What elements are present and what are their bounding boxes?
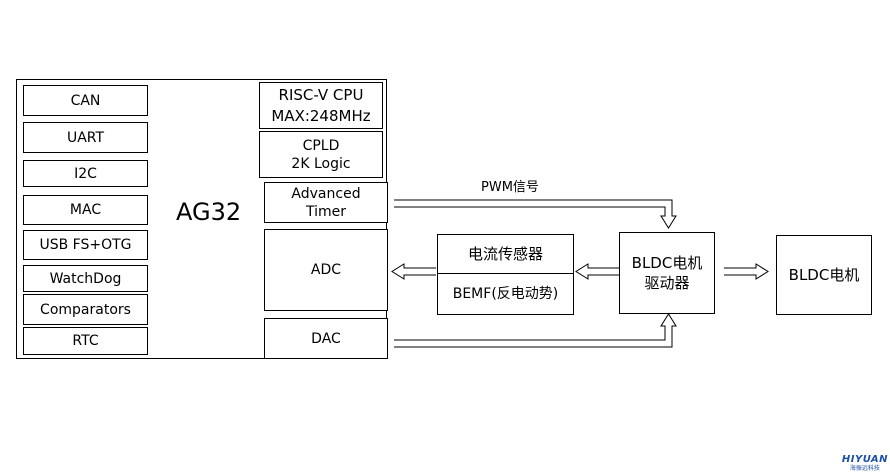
peripheral-watchdog: WatchDog (23, 265, 148, 292)
bemf-block: BEMF(反电动势) (437, 273, 574, 315)
dac-arrow (394, 313, 677, 348)
adc-block: ADC (264, 229, 388, 311)
company-logo: HIYUAN 海振远科技 (842, 455, 888, 472)
peripheral-i2c: I2C (23, 160, 148, 187)
peripheral-uart: UART (23, 122, 148, 153)
chip-name-label: AG32 (176, 198, 242, 226)
cpu-block: RISC-V CPU MAX:248MHz (259, 82, 383, 129)
peripheral-usb: USB FS+OTG (23, 230, 148, 260)
logo-subtitle: 海振远科技 (849, 465, 880, 472)
timer-block: Advanced Timer (264, 182, 388, 223)
sensor-to-adc-arrow (391, 263, 436, 280)
peripheral-mac: MAC (23, 195, 148, 225)
pwm-arrow (394, 199, 677, 229)
bldc-motor-block: BLDC电机 (776, 235, 872, 315)
driver-to-motor-arrow (724, 263, 769, 280)
peripheral-comparators: Comparators (23, 294, 148, 325)
dac-block: DAC (264, 318, 388, 359)
peripheral-rtc: RTC (23, 327, 148, 355)
logo-mark: HIYUAN (841, 454, 888, 465)
driver-to-sensor-arrow (575, 263, 619, 280)
cpld-block: CPLD 2K Logic (259, 131, 383, 178)
bldc-driver-block: BLDC电机 驱动器 (619, 232, 715, 314)
pwm-signal-label: PWM信号 (481, 180, 539, 195)
current-sensor-block: 电流传感器 (437, 234, 574, 274)
peripheral-can: CAN (23, 85, 148, 116)
